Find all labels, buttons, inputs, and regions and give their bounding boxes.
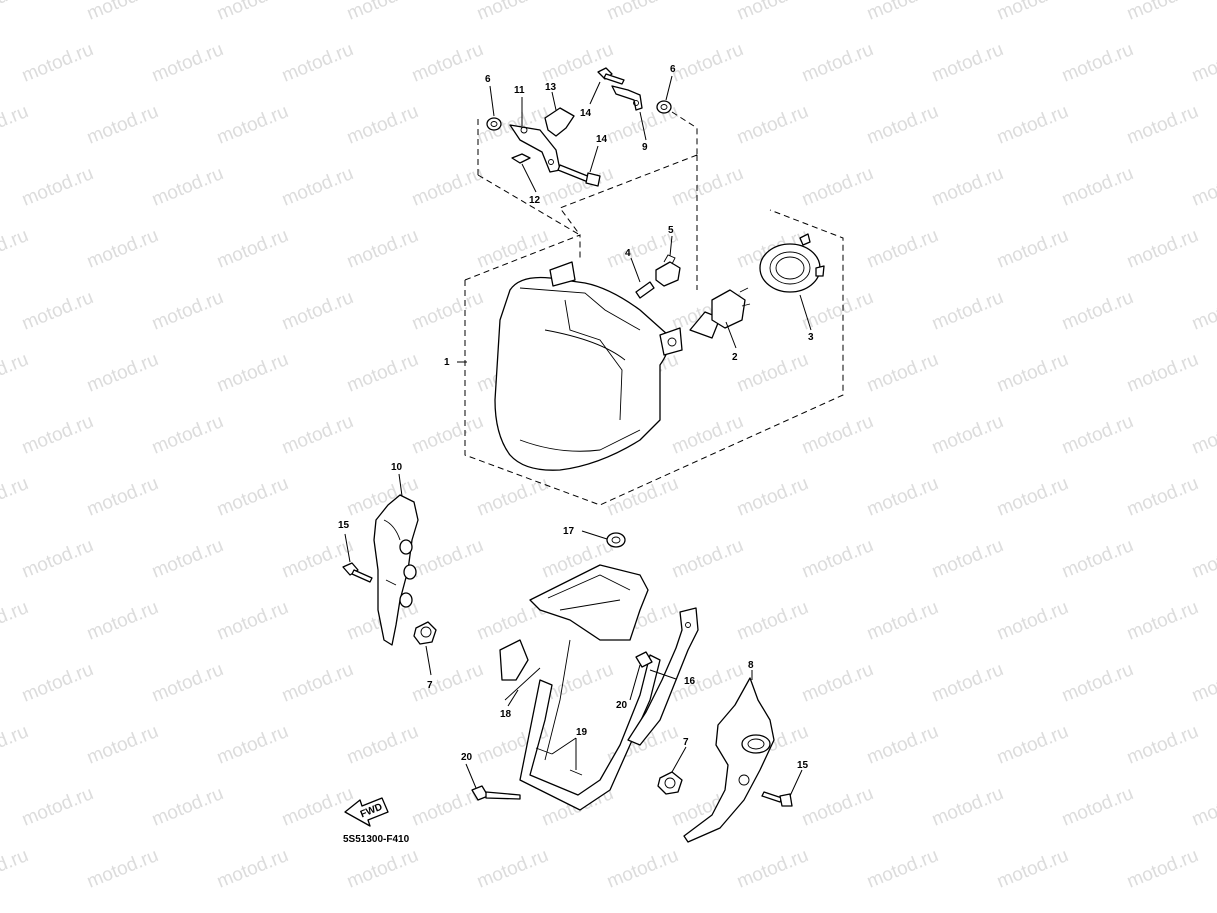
leader-lines — [344, 75, 812, 797]
assembly-dashed-outline — [464, 154, 844, 506]
headlight-bulb — [689, 287, 751, 339]
callout-5: 5 — [668, 225, 674, 236]
callout-17: 17 — [563, 526, 575, 537]
callout-9: 9 — [642, 142, 648, 153]
washer-left — [486, 117, 502, 131]
callout-12: 12 — [529, 195, 541, 206]
callout-20-upper: 20 — [616, 700, 628, 711]
callout-4: 4 — [625, 248, 631, 259]
bolt-14-lower — [557, 164, 601, 187]
callout-8: 8 — [748, 660, 754, 671]
headlight-assembly — [494, 261, 683, 471]
fwd-arrow-icon: FWD — [344, 797, 389, 827]
callout-20-lower: 20 — [461, 752, 473, 763]
washer-right — [656, 100, 672, 114]
diagram-code: 5S51300-F410 — [343, 834, 410, 845]
side-cover-left — [373, 494, 419, 646]
damper-right — [657, 771, 683, 795]
callout-15-right: 15 — [797, 760, 809, 771]
headlight-stay-bracket — [499, 564, 661, 811]
callout-13: 13 — [545, 82, 557, 93]
callout-6-right: 6 — [670, 64, 676, 75]
bulb-cover — [759, 233, 825, 293]
side-cover-right — [683, 677, 775, 843]
callout-1: 1 — [444, 357, 450, 368]
stay-16 — [627, 607, 699, 746]
mount-bracket-left — [509, 124, 561, 173]
damper-left — [413, 621, 437, 645]
callout-6-left: 6 — [485, 74, 491, 85]
bolt-15-left — [342, 562, 373, 583]
grommet-12 — [511, 153, 531, 164]
callout-11: 11 — [514, 85, 525, 96]
callout-3: 3 — [808, 332, 814, 343]
callout-16: 16 — [684, 676, 696, 687]
bolt-20-lower — [471, 785, 521, 801]
mount-bracket-right — [611, 85, 643, 111]
callout-7-right: 7 — [683, 737, 689, 748]
bolt-14-upper — [597, 67, 625, 85]
bolt-20-upper — [635, 651, 653, 668]
callout-14-lower: 14 — [596, 134, 608, 145]
callout-18: 18 — [500, 709, 512, 720]
position-bulb — [635, 281, 655, 299]
cable-clamp — [544, 107, 575, 137]
callout-19: 19 — [576, 727, 588, 738]
callout-labels: 1 2 3 4 5 6 6 7 7 8 9 10 11 12 13 14 14 … — [338, 64, 814, 771]
slot-19 — [535, 747, 583, 776]
callout-14-upper: 14 — [580, 108, 592, 119]
grommet-17 — [606, 532, 626, 548]
callout-15-left: 15 — [338, 520, 350, 531]
callout-10: 10 — [391, 462, 403, 473]
bulb-socket — [655, 254, 681, 287]
callout-7-left: 7 — [427, 680, 433, 691]
bolt-15-right — [761, 791, 793, 807]
callout-2: 2 — [732, 352, 738, 363]
